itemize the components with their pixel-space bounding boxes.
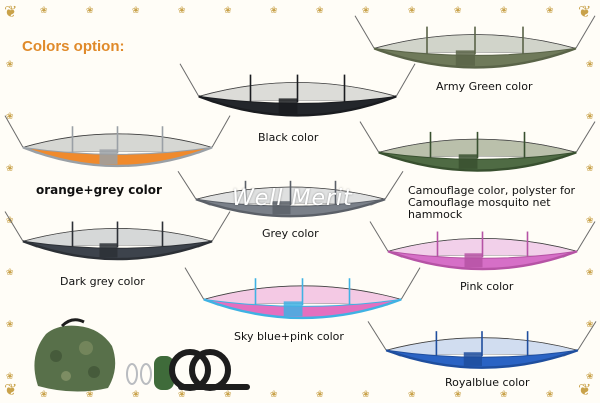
paw-print-icon: ❀ [316, 390, 324, 400]
paw-print-icon: ❀ [6, 372, 14, 382]
label-army-green: Army Green color [436, 80, 533, 93]
label-dark-grey: Dark grey color [60, 275, 145, 288]
paw-print-icon: ❀ [586, 164, 594, 174]
ornament-corner-icon: ❦ [578, 382, 592, 399]
watermark: Well Merit [232, 186, 353, 211]
hammock-grey [177, 170, 404, 218]
paw-print-icon: ❀ [6, 216, 14, 226]
paw-print-icon: ❀ [270, 6, 278, 16]
carabiner-icon [126, 363, 152, 385]
accessories [34, 318, 250, 392]
paw-print-icon: ❀ [6, 268, 14, 278]
hammock-orange-grey [4, 115, 231, 168]
rope-bundle [154, 356, 174, 390]
paw-print-icon: ❀ [316, 6, 324, 16]
paw-print-icon: ❀ [224, 390, 232, 400]
paw-print-icon: ❀ [408, 6, 416, 16]
paw-print-icon: ❀ [132, 6, 140, 16]
paw-print-icon: ❀ [224, 6, 232, 16]
paw-print-icon: ❀ [546, 6, 554, 16]
label-camouflage-line3: hammock [408, 208, 463, 221]
paw-print-icon: ❀ [362, 6, 370, 16]
paw-print-icon: ❀ [362, 390, 370, 400]
paw-print-icon: ❀ [6, 320, 14, 330]
hammock-pink [369, 221, 596, 271]
paw-print-icon: ❀ [546, 390, 554, 400]
label-camouflage-line1: Camouflage color, polyster for [408, 184, 576, 197]
hammock-royalblue [367, 321, 597, 369]
paw-print-icon: ❀ [408, 390, 416, 400]
label-black: Black color [258, 131, 319, 144]
label-royalblue: Royalblue color [445, 376, 530, 389]
colors-heading: Colors option: [22, 38, 125, 55]
paw-print-icon: ❀ [270, 390, 278, 400]
paw-print-icon: ❀ [500, 6, 508, 16]
paw-print-icon: ❀ [132, 390, 140, 400]
paw-print-icon: ❀ [178, 6, 186, 16]
paw-print-icon: ❀ [586, 320, 594, 330]
ornament-corner-icon: ❦ [4, 4, 18, 21]
paw-print-icon: ❀ [86, 390, 94, 400]
ornament-corner-icon: ❦ [4, 382, 18, 399]
hammock-dark-grey [4, 211, 231, 261]
paw-print-icon: ❀ [454, 6, 462, 16]
paw-print-icon: ❀ [586, 268, 594, 278]
paw-print-icon: ❀ [86, 6, 94, 16]
label-orange-grey: orange+grey color [36, 183, 162, 197]
tree-straps [169, 349, 250, 391]
paw-print-icon: ❀ [454, 390, 462, 400]
label-sky-blue-pink: Sky blue+pink color [234, 330, 344, 343]
paw-print-icon: ❀ [6, 164, 14, 174]
ornament-corner-icon: ❦ [578, 4, 592, 21]
paw-print-icon: ❀ [6, 112, 14, 122]
paw-print-icon: ❀ [586, 372, 594, 382]
paw-print-icon: ❀ [586, 112, 594, 122]
hammock-sky-blue-pink [184, 267, 421, 320]
paw-print-icon: ❀ [586, 216, 594, 226]
hammock-black [179, 63, 416, 117]
paw-print-icon: ❀ [40, 390, 48, 400]
paw-print-icon: ❀ [6, 60, 14, 70]
label-pink: Pink color [460, 280, 514, 293]
hammock-camouflage [359, 121, 596, 172]
label-camouflage-line2: Camouflage mosquito net [408, 196, 551, 209]
hammock-army-green [354, 15, 596, 69]
stuff-sack-bag [34, 318, 116, 392]
paw-print-icon: ❀ [40, 6, 48, 16]
paw-print-icon: ❀ [178, 390, 186, 400]
paw-print-icon: ❀ [500, 390, 508, 400]
paw-print-icon: ❀ [586, 60, 594, 70]
label-grey: Grey color [262, 227, 319, 240]
